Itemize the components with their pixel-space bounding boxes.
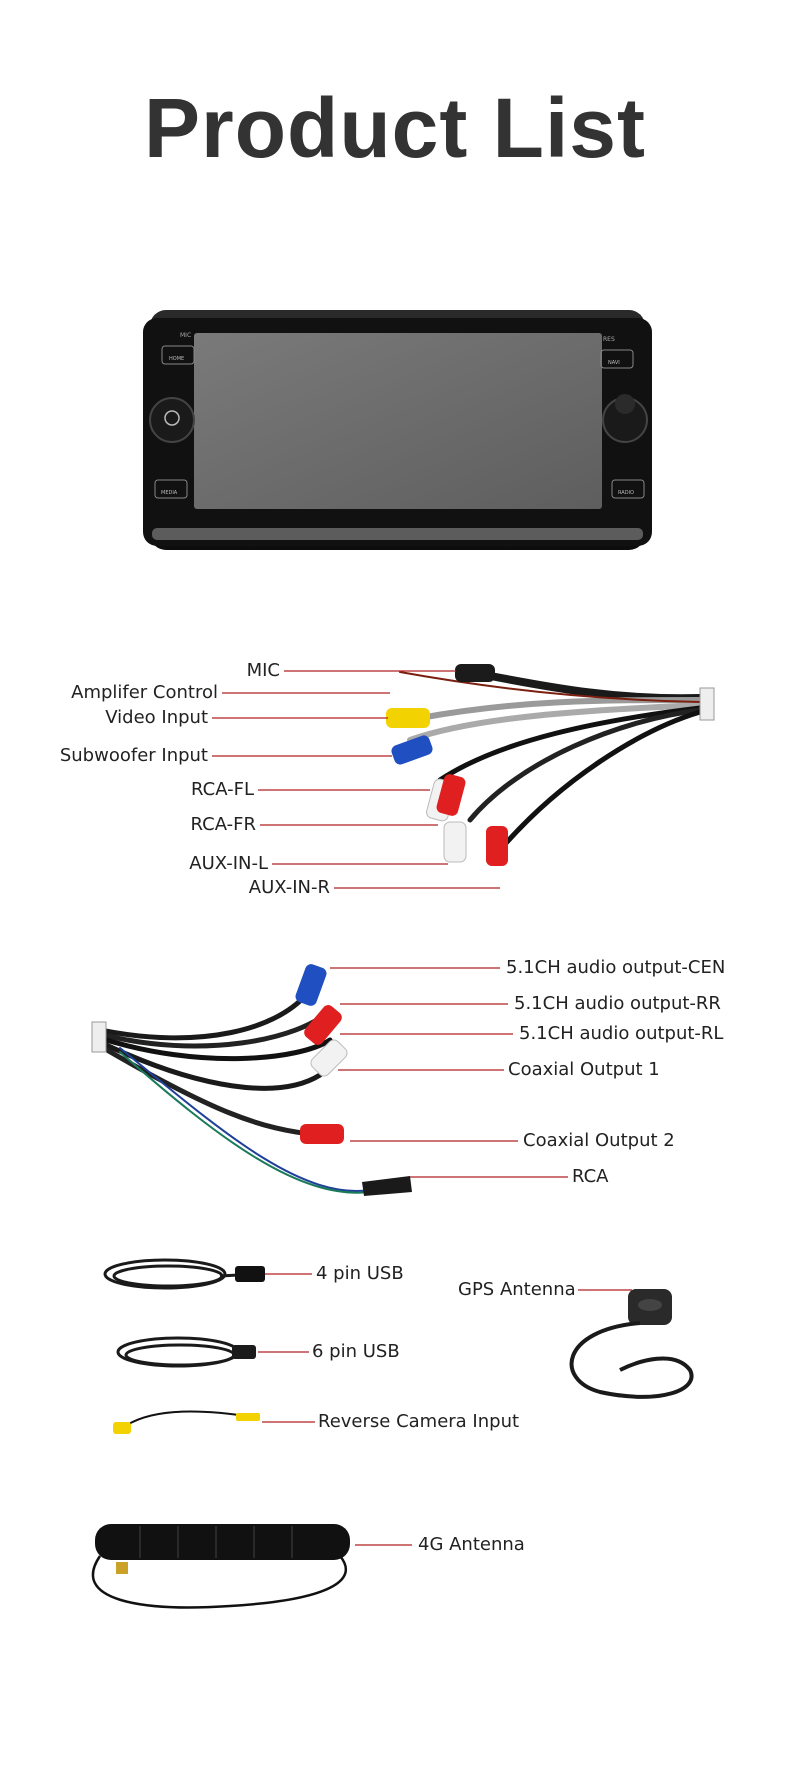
head-unit-res-label: RES xyxy=(603,336,615,343)
subwoofer-plug xyxy=(391,735,433,765)
head-unit-mic-label: MIC xyxy=(180,332,191,339)
label-rca: RCA xyxy=(572,1166,609,1187)
label-subwoofer-input: Subwoofer Input xyxy=(59,745,208,766)
rca-fl-plug xyxy=(436,774,466,816)
label-5-1ch-rr: 5.1CH audio output-RR xyxy=(514,993,721,1014)
label-5-1ch-rl: 5.1CH audio output-RL xyxy=(519,1023,724,1044)
label-reverse-camera-input: Reverse Camera Input xyxy=(318,1411,520,1432)
usb-6pin-cable xyxy=(116,1336,240,1368)
label-coaxial-output-1: Coaxial Output 1 xyxy=(508,1059,660,1080)
radio-button-label: RADIO xyxy=(618,490,634,496)
label-5-1ch-cen: 5.1CH audio output-CEN xyxy=(506,957,726,978)
label-rca-fl: RCA-FL xyxy=(191,779,254,800)
label-6-pin-usb: 6 pin USB xyxy=(312,1341,400,1362)
power-knob xyxy=(149,397,195,443)
label-mic: MIC xyxy=(246,660,280,681)
rr-plug xyxy=(304,1005,342,1045)
label-video-input: Video Input xyxy=(105,707,208,728)
label-aux-in-r: AUX-IN-R xyxy=(248,877,330,898)
head-unit-screen xyxy=(194,333,602,509)
label-aux-in-l: AUX-IN-L xyxy=(189,853,268,874)
reverse-camera-cable xyxy=(113,1410,261,1434)
coaxial-2-plug xyxy=(300,1124,344,1144)
media-button-label: MEDIA xyxy=(161,490,178,496)
label-amplifier-control: Amplifer Control xyxy=(71,682,218,703)
label-4g-antenna: 4G Antenna xyxy=(418,1534,525,1555)
home-button-label: HOME xyxy=(169,356,184,362)
label-coaxial-output-2: Coaxial Output 2 xyxy=(523,1130,675,1151)
label-rca-fr: RCA-FR xyxy=(190,814,256,835)
mic-jack xyxy=(455,664,495,682)
aux-in-r-plug xyxy=(486,826,508,866)
rl-plug xyxy=(310,1039,348,1077)
label-4-pin-usb: 4 pin USB xyxy=(316,1263,404,1284)
gps-antenna xyxy=(569,1289,694,1399)
rca-connector xyxy=(362,1176,412,1196)
video-input-plug xyxy=(386,708,430,728)
antenna-4g xyxy=(91,1524,350,1609)
head-unit-body xyxy=(143,310,652,550)
navi-button-label: NAVI xyxy=(608,360,620,366)
page-title: Product List xyxy=(143,81,646,175)
cen-plug xyxy=(295,964,327,1006)
label-gps-antenna: GPS Antenna xyxy=(458,1279,576,1300)
aux-in-l-plug xyxy=(443,821,467,863)
